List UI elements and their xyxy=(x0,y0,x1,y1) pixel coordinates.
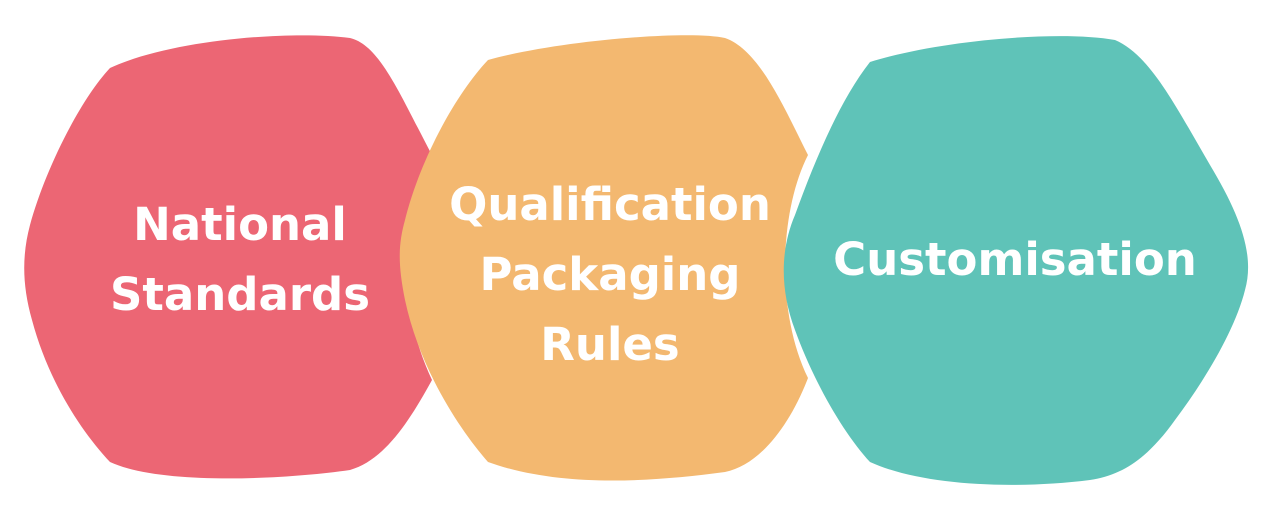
step-3-shape xyxy=(783,36,1249,485)
step-2-label: Qualification Packaging Rules xyxy=(449,178,771,371)
step-1-label: National Standards xyxy=(109,198,371,321)
step-1-shape xyxy=(24,35,432,479)
step-2-shape xyxy=(399,35,808,481)
step-3-label: Customisation xyxy=(833,233,1197,286)
